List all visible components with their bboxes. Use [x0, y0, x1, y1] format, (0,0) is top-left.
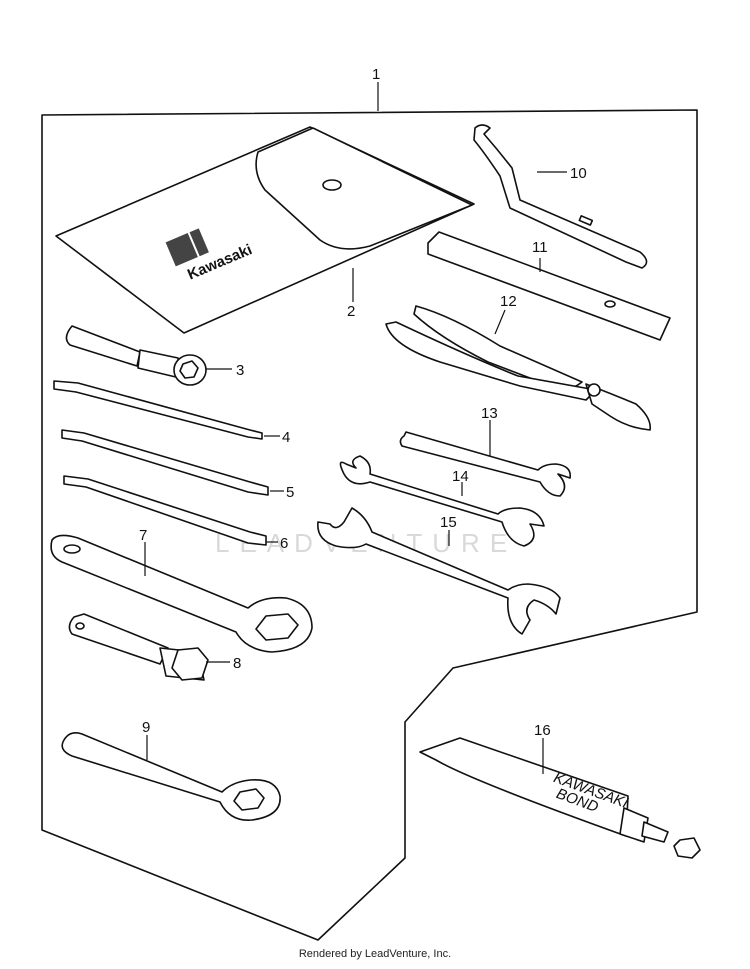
callout-14: 14 — [452, 468, 469, 485]
extension-bar — [427, 231, 671, 341]
callout-4: 4 — [282, 429, 290, 446]
callout-16: 16 — [534, 722, 551, 739]
footer-credit: Rendered by LeadVenture, Inc. — [298, 948, 452, 960]
screwdriver-blade-4 — [53, 380, 263, 440]
tool-pouch: Kawasaki — [55, 126, 475, 334]
screwdriver-blade-5 — [61, 429, 269, 496]
open-wrench-large — [317, 507, 561, 635]
box-wrench — [50, 534, 313, 653]
callout-10: 10 — [570, 165, 587, 182]
callout-7: 7 — [139, 527, 147, 544]
kit-outline — [41, 109, 698, 941]
callout-6: 6 — [280, 535, 288, 552]
screwdriver-handle — [65, 325, 207, 386]
spark-plug-socket — [68, 613, 209, 681]
single-box-wrench — [61, 732, 281, 821]
open-wrench-medium — [339, 455, 545, 547]
screwdriver-blade-6 — [63, 475, 267, 546]
callout-15: 15 — [440, 514, 457, 531]
callout-12: 12 — [500, 293, 517, 310]
callout-13: 13 — [481, 405, 498, 422]
bond-tube: KAWASAKI BOND — [419, 737, 701, 859]
hook-spanner — [473, 124, 648, 269]
open-wrench-small — [399, 431, 572, 497]
callout-5: 5 — [286, 484, 294, 501]
callout-9: 9 — [142, 719, 150, 736]
callout-3: 3 — [236, 362, 244, 379]
pliers — [385, 305, 652, 431]
callout-2: 2 — [347, 303, 355, 320]
callout-11: 11 — [532, 239, 548, 256]
callout-1: 1 — [372, 66, 380, 83]
callout-8: 8 — [233, 655, 241, 672]
